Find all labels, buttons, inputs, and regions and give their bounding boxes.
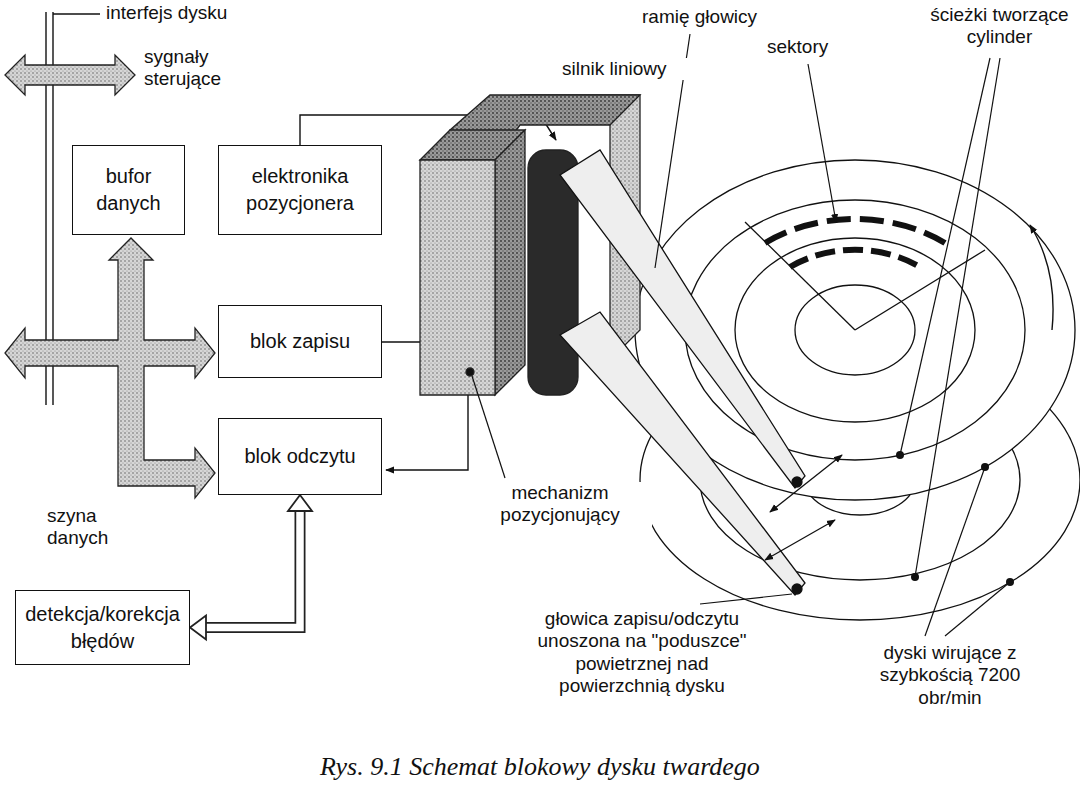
part-label: sygnały sterujące (142, 46, 246, 91)
box-label: blok zapisu (250, 328, 350, 355)
part-label: silnik liniowy (560, 58, 714, 80)
box-label: bufor danych (81, 163, 176, 217)
figure-caption: Rys. 9.1 Schemat blokowy dysku twardego (0, 752, 1080, 782)
process-box: bufor danych (72, 145, 185, 235)
process-box: blok zapisu (218, 305, 382, 378)
part-label: dyski wirujące z szybkością 7200 obr/min (858, 642, 1042, 709)
process-box: detekcja/korekcja błędów (15, 590, 190, 665)
part-label: ścieżki tworzące cylinder (920, 4, 1079, 49)
process-box: elektronika pozycjonera (218, 145, 382, 235)
box-label: blok odczytu (244, 443, 355, 470)
head-motion-arrow (765, 455, 842, 560)
leader-dot (896, 451, 1014, 586)
head-arm (560, 150, 805, 595)
part-label: interfejs dysku (104, 2, 278, 24)
part-label: mechanizm pozycjonujący (468, 482, 652, 527)
leader-line (472, 34, 1010, 636)
part-label: sektory (765, 36, 859, 58)
sector-marks (765, 219, 945, 267)
control-signal-arrow (5, 55, 135, 95)
process-box: blok odczytu (218, 418, 382, 495)
part-label: szyna danych (45, 505, 139, 550)
box-label: elektronika pozycjonera (227, 163, 373, 217)
part-label: głowica zapisu/odczytu unoszona na "podu… (518, 608, 766, 698)
hollow-arrow-connector (190, 495, 312, 640)
rotation-arrow (1030, 225, 1053, 330)
part-label: ramię głowicy (640, 6, 804, 28)
box-label: detekcja/korekcja błędów (24, 601, 181, 655)
data-bus-arrow (5, 238, 215, 498)
